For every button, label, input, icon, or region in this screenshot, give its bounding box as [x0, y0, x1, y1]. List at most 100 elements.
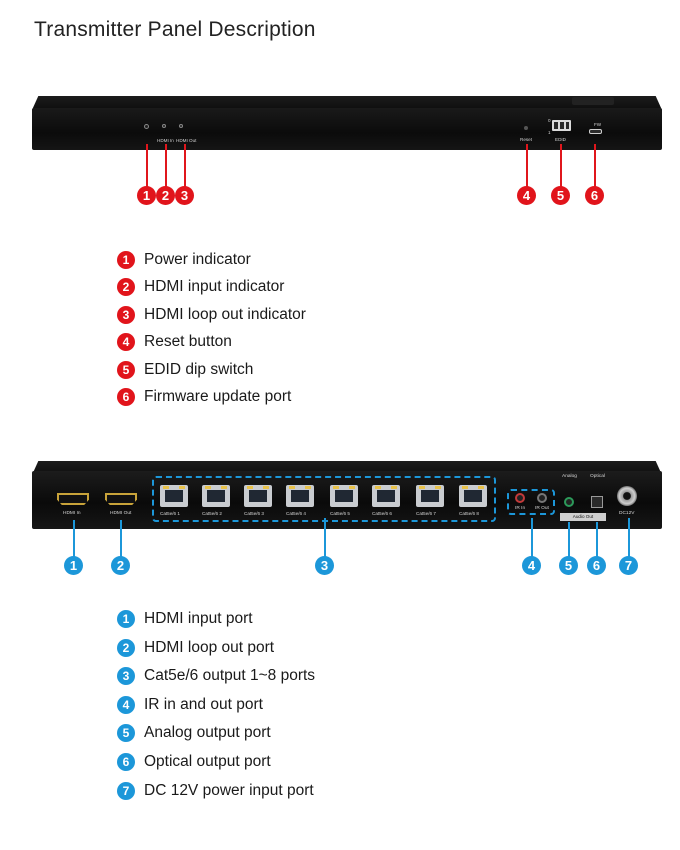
page-title: Transmitter Panel Description — [34, 18, 316, 41]
callout-line-6 — [594, 144, 596, 188]
legend-text: Cat5e/6 output 1~8 ports — [144, 667, 316, 685]
callout-line-3 — [184, 144, 186, 188]
hdmi-out-led-label: HDMI Out — [176, 138, 197, 143]
rear-callout-2: 2 — [111, 556, 130, 575]
front-callout-1: 1 — [137, 186, 156, 205]
rear-callout-6: 6 — [587, 556, 606, 575]
legend-item: 2 HDMI input indicator — [117, 274, 306, 302]
legend-text: HDMI loop out indicator — [144, 305, 306, 323]
legend-badge: 2 — [117, 638, 135, 657]
legend-item: 5 Analog output port — [117, 719, 315, 748]
legend-item: 3 Cat5e/6 output 1~8 ports — [117, 662, 315, 691]
rear-callout-line-1 — [73, 520, 75, 558]
rear-callout-line-6 — [596, 522, 598, 558]
cat5e6-port-label: Cat5e/6 1 — [160, 511, 180, 516]
cat5e6-port-7[interactable] — [416, 485, 444, 507]
legend-text: Firmware update port — [144, 388, 292, 406]
callout-line-2 — [165, 144, 167, 188]
callout-line-5 — [560, 144, 562, 188]
front-callout-5: 5 — [551, 186, 570, 205]
rear-callout-line-4 — [531, 518, 533, 558]
legend-text: HDMI input port — [144, 610, 253, 628]
cat5e6-port-6[interactable] — [372, 485, 400, 507]
cat5e6-port-label: Cat5e/6 8 — [459, 511, 479, 516]
callout-line-4 — [526, 144, 528, 188]
cat5e6-port-5[interactable] — [330, 485, 358, 507]
cat5e6-port-1[interactable] — [160, 485, 188, 507]
dip-one-label: 1 — [548, 130, 551, 135]
power-led — [144, 124, 149, 129]
legend-badge: 2 — [117, 278, 135, 297]
ir-in-label: IR In — [515, 506, 526, 511]
legend-text: IR in and out port — [144, 695, 263, 713]
optical-label: Optical — [590, 474, 605, 479]
rear-callout-line-3 — [324, 518, 326, 558]
legend-badge: 7 — [117, 782, 135, 800]
fw-label: FW — [594, 122, 602, 127]
legend-item: 6 Optical output port — [117, 748, 315, 777]
legend-item: 1 HDMI input port — [117, 605, 315, 634]
legend-badge: 3 — [117, 667, 135, 686]
legend-item: 6 Firmware update port — [117, 384, 306, 412]
edid-dip-switch[interactable] — [552, 120, 571, 131]
legend-text: Optical output port — [144, 752, 271, 770]
cat5e6-port-4[interactable] — [286, 485, 314, 507]
rear-callout-3: 3 — [315, 556, 334, 575]
firmware-usb-port[interactable] — [589, 129, 602, 134]
hdmi-in-led-label: HDMI In — [157, 138, 174, 143]
legend-badge: 4 — [117, 333, 135, 352]
cat5e6-port-8[interactable] — [459, 485, 487, 507]
hdmi-out-port-label: HDMI Out — [110, 511, 132, 516]
rear-callout-7: 7 — [619, 556, 638, 575]
legend-text: Power indicator — [144, 250, 251, 268]
hdmi-input-port[interactable] — [57, 493, 89, 505]
cat5e6-port-3[interactable] — [244, 485, 272, 507]
ir-port-group: IR In IR Out — [507, 489, 555, 515]
legend-item: 4 IR in and out port — [117, 691, 315, 720]
audio-out-label: Audio Out — [560, 513, 606, 521]
front-top-cover — [32, 96, 662, 110]
legend-item: 3 HDMI loop out indicator — [117, 301, 306, 329]
brand-plate — [572, 97, 614, 105]
front-callout-6: 6 — [585, 186, 604, 205]
front-callout-4: 4 — [517, 186, 536, 205]
cat5e6-output-group: Cat5e/6 1 Cat5e/6 2 Cat5e/6 3 Cat5e/6 4 … — [152, 476, 496, 522]
cat5e6-port-label: Cat5e/6 3 — [244, 511, 264, 516]
cat5e6-port-2[interactable] — [202, 485, 230, 507]
legend-badge: 3 — [117, 305, 135, 324]
legend-badge: 4 — [117, 695, 135, 714]
edid-label: EDID — [555, 137, 566, 142]
ir-out-jack[interactable] — [537, 493, 547, 503]
legend-badge: 5 — [117, 724, 135, 743]
front-face: HDMI In HDMI Out Reset 0 1 EDID FW — [32, 108, 662, 150]
legend-text: HDMI input indicator — [144, 278, 285, 296]
rear-callout-line-5 — [568, 522, 570, 558]
legend-item: 7 DC 12V power input port — [117, 776, 315, 806]
dc-power-jack[interactable] — [617, 486, 637, 506]
ir-in-jack[interactable] — [515, 493, 525, 503]
cat5e6-port-label: Cat5e/6 5 — [330, 511, 350, 516]
optical-output-port[interactable] — [591, 496, 603, 508]
legend-text: DC 12V power input port — [144, 782, 314, 799]
reset-button[interactable] — [524, 126, 528, 130]
legend-badge: 6 — [117, 388, 135, 407]
legend-badge: 1 — [117, 610, 135, 629]
legend-badge: 6 — [117, 752, 135, 771]
rear-callout-4: 4 — [522, 556, 541, 575]
ir-out-label: IR Out — [535, 506, 549, 511]
dip-zero-label: 0 — [548, 118, 551, 123]
legend-text: Analog output port — [144, 724, 271, 742]
hdmi-in-port-label: HDMI In — [63, 511, 81, 516]
hdmi-loop-out-port[interactable] — [105, 493, 137, 505]
front-callout-3: 3 — [175, 186, 194, 205]
front-callout-2: 2 — [156, 186, 175, 205]
rear-callout-line-7 — [628, 518, 630, 558]
hdmi-out-led — [179, 124, 183, 128]
analog-output-jack[interactable] — [564, 497, 574, 507]
legend-text: Reset button — [144, 333, 232, 351]
